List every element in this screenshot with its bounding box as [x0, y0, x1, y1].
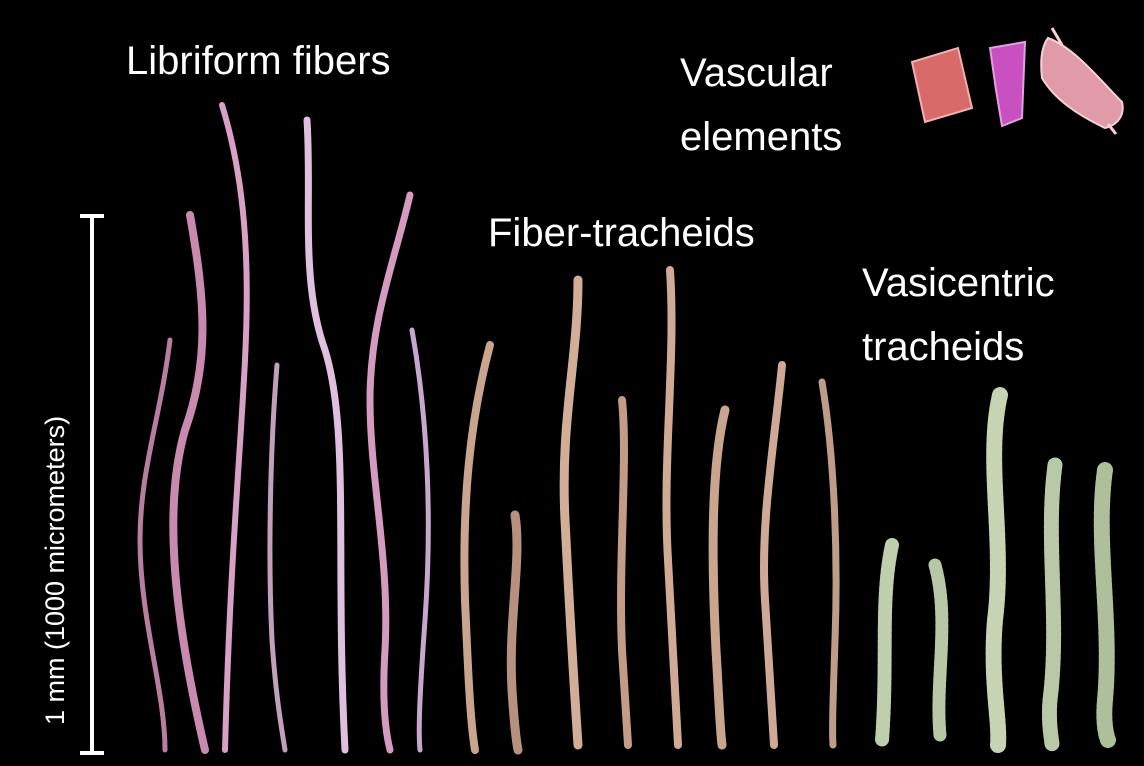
vasicentric-tracheids — [882, 395, 1108, 745]
libriform-fiber — [370, 195, 410, 750]
fiber-tracheids-label: Fiber-tracheids — [488, 208, 755, 258]
fiber-tracheid — [511, 515, 518, 750]
libriform-fibers — [140, 105, 428, 750]
fiber-tracheid — [464, 345, 490, 750]
vasicentric-tracheid — [1102, 470, 1108, 740]
vascular-elements-label-line1: Vascular — [680, 48, 833, 98]
vasicentric-tracheid — [1049, 465, 1055, 745]
scale-bar-label: 1 mm (1000 micrometers) — [40, 416, 70, 725]
libriform-fiber — [173, 215, 205, 750]
vasicentric-tracheid — [994, 395, 1000, 745]
fiber-tracheids — [464, 270, 836, 750]
fiber-tracheid — [621, 400, 628, 745]
vasicentric-tracheids-label-line1: Vasicentric — [862, 258, 1055, 308]
vascular-elements-label-line2: elements — [680, 112, 842, 162]
fiber-tracheid — [666, 270, 678, 745]
libriform-fiber — [412, 330, 428, 750]
vascular-element — [990, 42, 1025, 126]
vasicentric-tracheid — [882, 545, 892, 740]
vascular-element — [912, 48, 972, 122]
vascular-elements — [912, 28, 1123, 134]
vasicentric-tracheid — [935, 565, 942, 735]
scale-bar — [80, 216, 104, 753]
libriform-fiber — [140, 340, 170, 750]
vasicentric-tracheids-label-line2: tracheids — [862, 322, 1024, 372]
libriform-fiber — [307, 120, 345, 750]
fiber-tracheid — [713, 410, 725, 745]
libriform-fiber — [222, 105, 247, 750]
libriform-fiber — [270, 365, 285, 750]
fiber-tracheid — [764, 365, 782, 745]
fiber-tracheid — [564, 280, 578, 745]
vascular-element — [1041, 38, 1122, 128]
fiber-tracheid — [822, 382, 836, 745]
libriform-fibers-label: Libriform fibers — [126, 36, 391, 86]
